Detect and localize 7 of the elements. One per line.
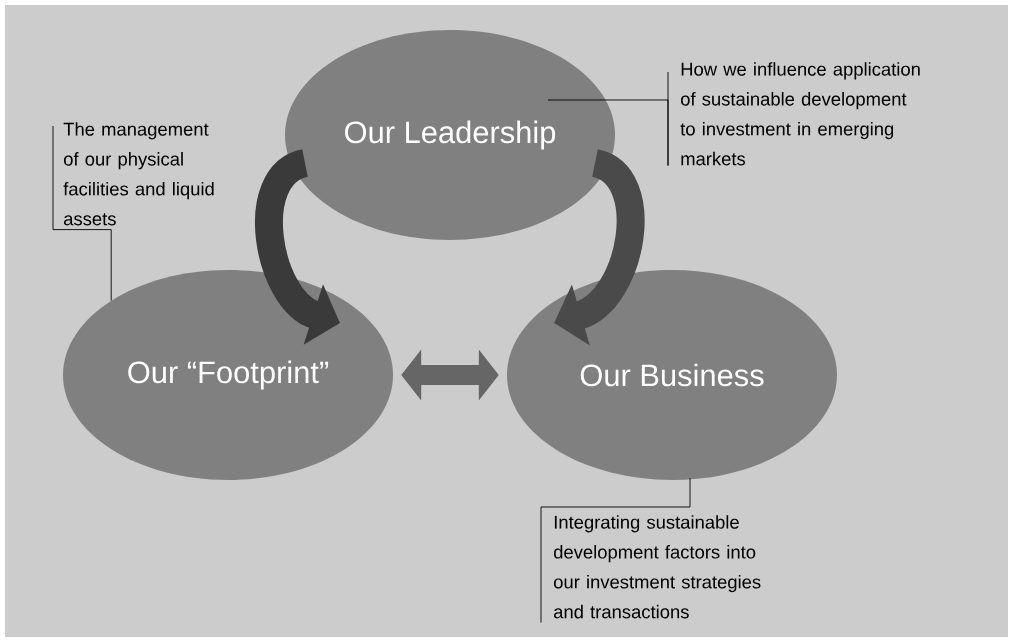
leader-line (540, 477, 691, 624)
leader-line (52, 125, 112, 302)
note-text: How we influence application of sustainable development to investment in emerging markets (680, 62, 920, 166)
double-arrow (401, 349, 499, 401)
note-text: Integrating sustainable development factors into our investment strategies and transactions (554, 515, 761, 619)
leader-line (547, 71, 669, 167)
note-text: The management of our physical facilities and liquid assets (63, 122, 214, 226)
